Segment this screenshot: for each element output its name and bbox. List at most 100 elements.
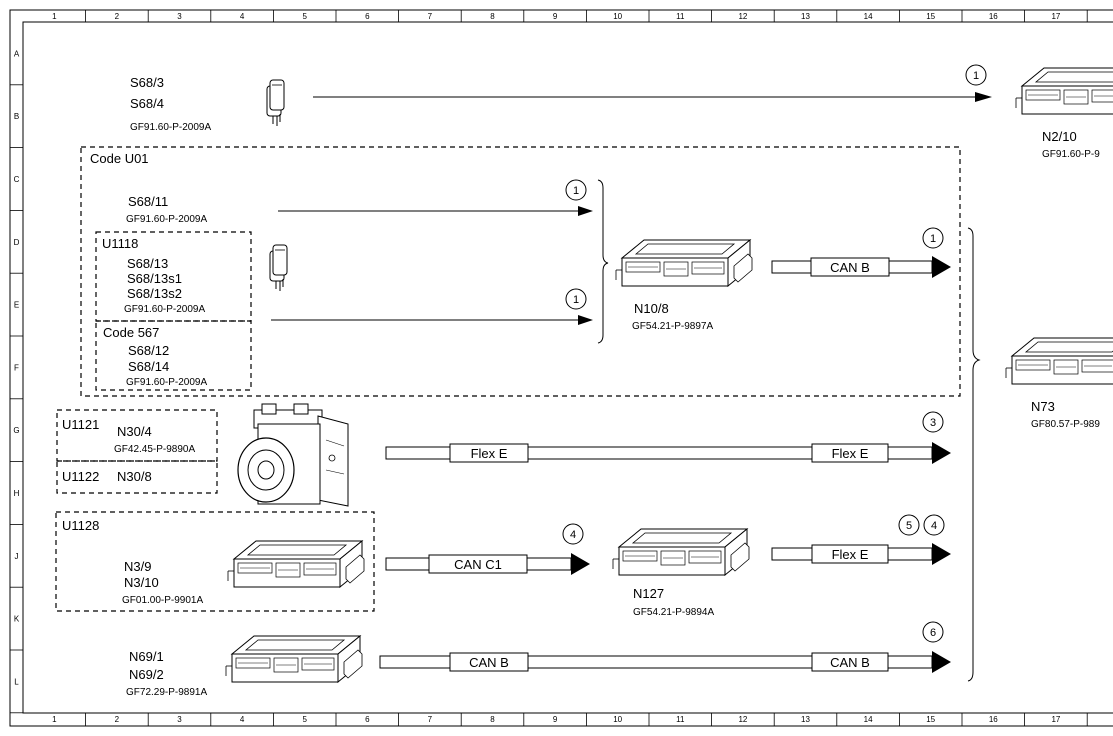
- ref-u1118: GF91.60-P-2009A: [124, 304, 205, 315]
- column-label-top: 14: [864, 12, 873, 21]
- callout-can-c1: 4: [570, 529, 576, 541]
- bus-label-can-b-left: CAN B: [469, 655, 509, 670]
- callout-n127-4-circle: [923, 514, 945, 536]
- row-label: B: [14, 112, 19, 121]
- column-label-bottom: 2: [115, 715, 120, 724]
- label-code-u01: Code U01: [90, 151, 149, 166]
- n2-10-ecu-icon: [1015, 67, 1113, 115]
- ref-s68-11: GF91.60-P-2009A: [126, 214, 207, 225]
- column-label-top: 5: [302, 12, 307, 21]
- row-label: D: [14, 238, 20, 247]
- column-label-bottom: 6: [365, 715, 370, 724]
- can-b-n10-arrowhead: [932, 256, 951, 278]
- flex-e-n127-arrowhead: [932, 543, 951, 565]
- label-s68-14: S68/14: [128, 359, 169, 374]
- label-n2-10: N2/10: [1042, 129, 1077, 144]
- label-u1122: U1122: [62, 469, 99, 484]
- row-label: G: [13, 426, 19, 435]
- u1128-box: [55, 511, 375, 612]
- label-n3-9: N3/9: [124, 559, 151, 574]
- column-label-top: 13: [801, 12, 810, 21]
- bus-label-flex-e-left: Flex E: [471, 446, 508, 461]
- row-label: E: [14, 301, 19, 310]
- column-label-bottom: 4: [240, 715, 245, 724]
- label-n3-10: N3/10: [124, 575, 159, 590]
- ref-n2-10: GF91.60-P-9: [1042, 149, 1100, 160]
- callout-can-b-circle: [922, 621, 944, 643]
- column-label-top: 16: [989, 12, 998, 21]
- u1122-box: [56, 460, 218, 494]
- column-label-top: 7: [428, 12, 433, 21]
- can-b-arrowhead: [932, 651, 951, 673]
- ref-n10-8: GF54.21-P-9897A: [632, 321, 713, 332]
- column-label-bottom: 8: [490, 715, 495, 724]
- bus-label-can-b-right: CAN B: [830, 655, 870, 670]
- label-s68-13s1: S68/13s1: [127, 271, 182, 286]
- callout-flex-circle: [922, 411, 944, 433]
- column-label-bottom: 9: [553, 715, 558, 724]
- column-label-bottom: 11: [676, 715, 685, 724]
- n127-ecu-icon: [612, 528, 750, 576]
- callout-top-circle: [965, 64, 987, 86]
- row-label: H: [14, 489, 20, 498]
- can-c1-arrowhead: [571, 553, 590, 575]
- n69-ecu-icon: [225, 635, 363, 683]
- label-s68-11: S68/11: [128, 194, 168, 209]
- column-label-bottom: 7: [428, 715, 433, 724]
- flex-e-right-label-box: [811, 443, 889, 463]
- can-b-right-label-box: [811, 652, 889, 672]
- label-s68-4: S68/4: [130, 96, 164, 111]
- column-label-top: 9: [553, 12, 558, 21]
- row-label: A: [14, 49, 20, 58]
- column-label-top: 2: [115, 12, 120, 21]
- row-label: C: [14, 175, 20, 184]
- label-code-567: Code 567: [103, 325, 159, 340]
- n73-ecu-icon: [1005, 337, 1113, 385]
- bus-label-can-c1: CAN C1: [454, 557, 502, 572]
- column-label-bottom: 15: [926, 715, 935, 724]
- column-label-bottom: 14: [864, 715, 873, 724]
- ref-code-567: GF91.60-P-2009A: [126, 377, 207, 388]
- column-label-bottom: 12: [738, 715, 747, 724]
- s68-13-buckle-icon: [269, 244, 288, 292]
- label-s68-13: S68/13: [127, 256, 168, 271]
- bus-label-can-b-n10: CAN B: [830, 260, 870, 275]
- ref-n3: GF01.00-P-9901A: [122, 595, 203, 606]
- column-label-bottom: 17: [1051, 715, 1060, 724]
- n10-8-input-bracket: [597, 179, 609, 344]
- ref-n73: GF80.57-P-989: [1031, 419, 1100, 430]
- label-n73: N73: [1031, 399, 1055, 414]
- callout-n127-5-circle: [898, 514, 920, 536]
- label-s68-3: S68/3: [130, 75, 164, 90]
- callout-u1118-circle: [565, 288, 587, 310]
- can-c1-label-box: [428, 554, 528, 574]
- s68-11-arrowhead: [578, 206, 593, 216]
- column-label-bottom: 5: [302, 715, 307, 724]
- column-label-top: 6: [365, 12, 370, 21]
- column-label-bottom: 16: [989, 715, 998, 724]
- callout-can-c1-circle: [562, 523, 584, 545]
- code-u01-box: [80, 146, 961, 397]
- code-567-box: [95, 320, 252, 391]
- label-n10-8: N10/8: [634, 301, 669, 316]
- u1121-box: [56, 409, 218, 462]
- column-label-bottom: 1: [52, 715, 57, 724]
- column-label-bottom: 3: [177, 715, 182, 724]
- column-label-top: 3: [177, 12, 182, 21]
- column-label-top: 12: [738, 12, 747, 21]
- callout-s68-11: 1: [573, 185, 579, 197]
- label-n30-8: N30/8: [117, 469, 152, 484]
- hydraulic-unit-icon: [237, 403, 349, 507]
- flex-e-n127-label-box: [811, 544, 889, 564]
- ref-s68-top: GF91.60-P-2009A: [130, 122, 211, 133]
- callout-can-b: 6: [930, 627, 936, 639]
- ref-n30-4: GF42.45-P-9890A: [114, 444, 195, 455]
- callout-flex: 3: [930, 417, 936, 429]
- label-u1128: U1128: [62, 518, 99, 533]
- column-label-top: 15: [926, 12, 935, 21]
- flex-e-left-label-box: [449, 443, 529, 463]
- can-b-n10-label-box: [810, 257, 890, 277]
- s68-3-arrowhead: [975, 92, 992, 102]
- can-b-left-label-box: [449, 652, 529, 672]
